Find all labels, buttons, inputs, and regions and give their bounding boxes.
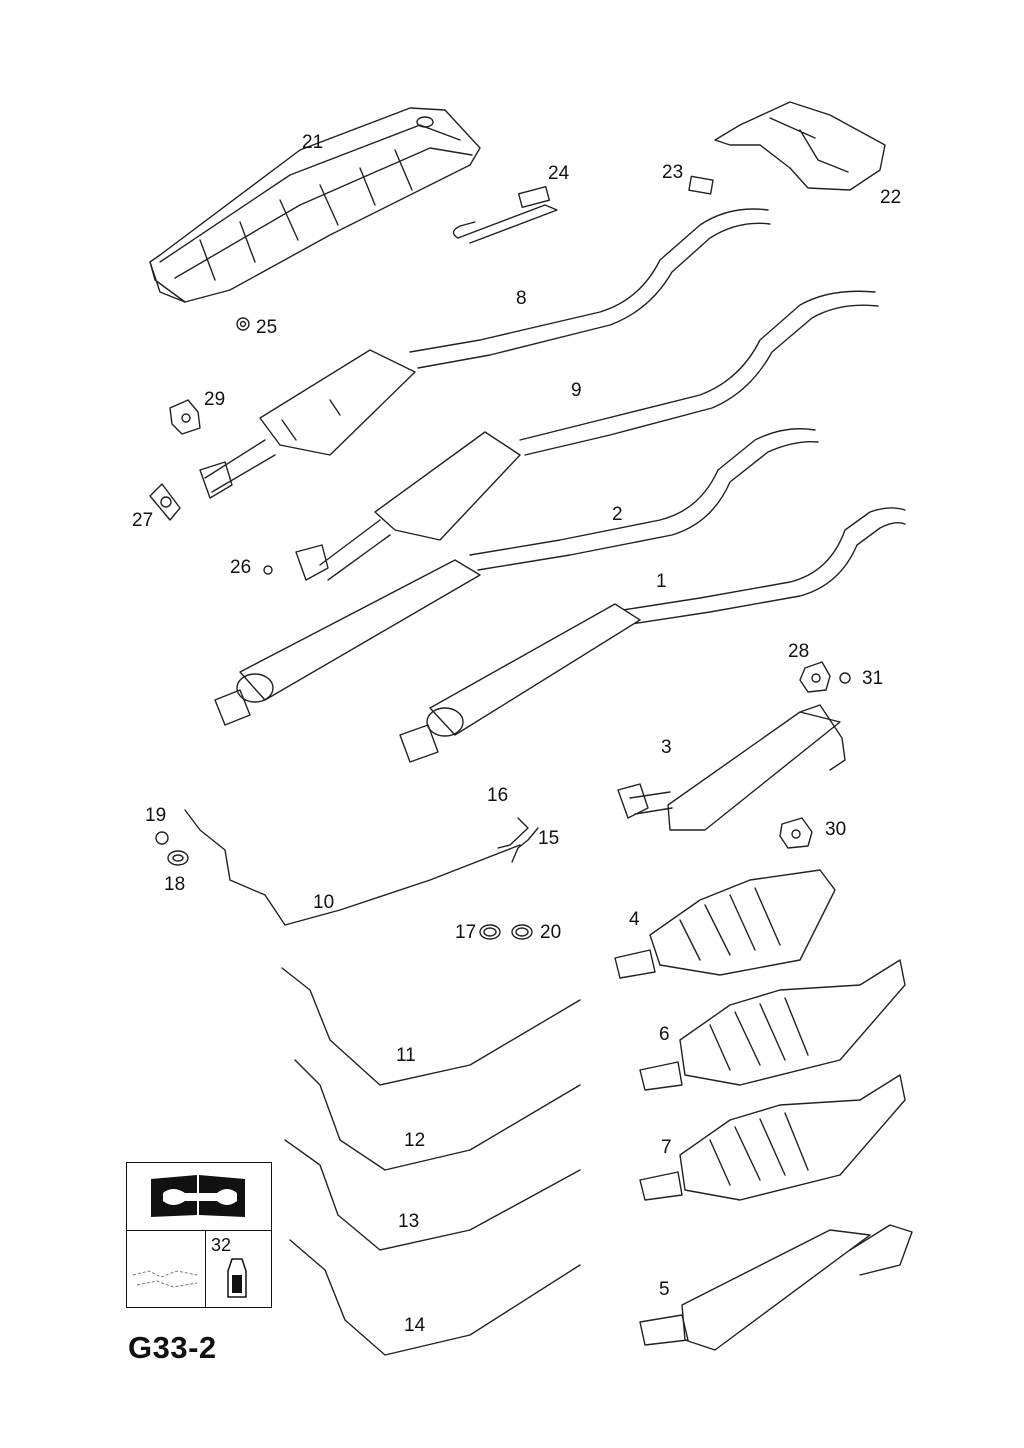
part-31-nut — [839, 672, 851, 684]
label-14: 14 — [404, 1315, 426, 1336]
label-8: 8 — [516, 288, 527, 309]
label-15: 15 — [538, 828, 560, 849]
label-25: 25 — [256, 317, 278, 338]
label-28: 28 — [788, 641, 810, 662]
part-26-nut — [263, 565, 273, 575]
part-14-line — [289, 1239, 581, 1356]
label-6: 6 — [659, 1024, 670, 1045]
label-20: 20 — [540, 922, 562, 943]
label-30: 30 — [825, 819, 847, 840]
part-20-clamp — [511, 924, 533, 940]
label-23: 23 — [662, 162, 684, 183]
part-8-pipe-assembly — [199, 208, 771, 499]
part-5-rear-muffler — [639, 1224, 913, 1351]
label-13: 13 — [398, 1211, 420, 1232]
part-30-hanger — [779, 817, 813, 849]
part-4-muffler — [614, 869, 836, 979]
part-9-pipe-assembly — [295, 290, 879, 581]
part-27-gasket — [149, 483, 181, 521]
label-21: 21 — [302, 132, 324, 153]
label-11: 11 — [396, 1045, 416, 1066]
schematic-icon — [132, 1270, 198, 1288]
part-1-pipe-assembly — [399, 507, 906, 763]
label-10: 10 — [313, 892, 335, 913]
diagram-code: G33-2 — [128, 1330, 217, 1365]
part-19-nut — [155, 831, 169, 845]
sealant-bottle-icon — [227, 1258, 247, 1298]
label-2: 2 — [612, 504, 623, 525]
label-12: 12 — [404, 1130, 426, 1151]
legend-part-number: 32 — [211, 1235, 232, 1255]
legend-schematic-panel — [127, 1231, 206, 1307]
part-13-line — [284, 1139, 581, 1251]
part-21-heat-shield — [149, 107, 481, 303]
label-17: 17 — [455, 922, 477, 943]
label-9: 9 — [571, 380, 582, 401]
part-29-hanger — [169, 399, 201, 435]
part-23-plate — [688, 175, 714, 195]
label-16: 16 — [487, 785, 509, 806]
part-18-grommet — [167, 850, 189, 866]
part-17-clamp — [479, 924, 501, 940]
label-7: 7 — [661, 1137, 672, 1158]
part-10-line — [184, 809, 521, 926]
part-15-hose — [511, 827, 539, 863]
part-22-heat-shield — [714, 101, 886, 191]
label-3: 3 — [661, 737, 672, 758]
part-6-muffler — [639, 959, 906, 1091]
part-11-line — [281, 967, 581, 1086]
part-24-bracket — [452, 185, 558, 244]
legend-box: 32 — [126, 1162, 272, 1308]
label-4: 4 — [629, 909, 640, 930]
label-19: 19 — [145, 805, 167, 826]
part-28-hanger — [799, 661, 831, 693]
part-2-pipe-assembly — [214, 428, 819, 726]
legend-bottle-panel — [206, 1231, 270, 1307]
label-29: 29 — [204, 389, 226, 410]
label-27: 27 — [132, 510, 154, 531]
label-18: 18 — [164, 874, 186, 895]
label-31: 31 — [862, 668, 884, 689]
label-24: 24 — [548, 163, 570, 184]
part-7-muffler — [639, 1074, 906, 1201]
label-1: 1 — [656, 571, 667, 592]
part-3-rear-muffler — [617, 704, 846, 831]
legend-book-panel — [127, 1163, 271, 1231]
book-wrench-icon — [151, 1175, 245, 1217]
part-16-hose — [497, 817, 529, 849]
label-22: 22 — [880, 187, 902, 208]
label-26: 26 — [230, 557, 252, 578]
part-25-nut — [236, 317, 250, 331]
part-12-line — [294, 1059, 581, 1171]
label-5: 5 — [659, 1279, 670, 1300]
